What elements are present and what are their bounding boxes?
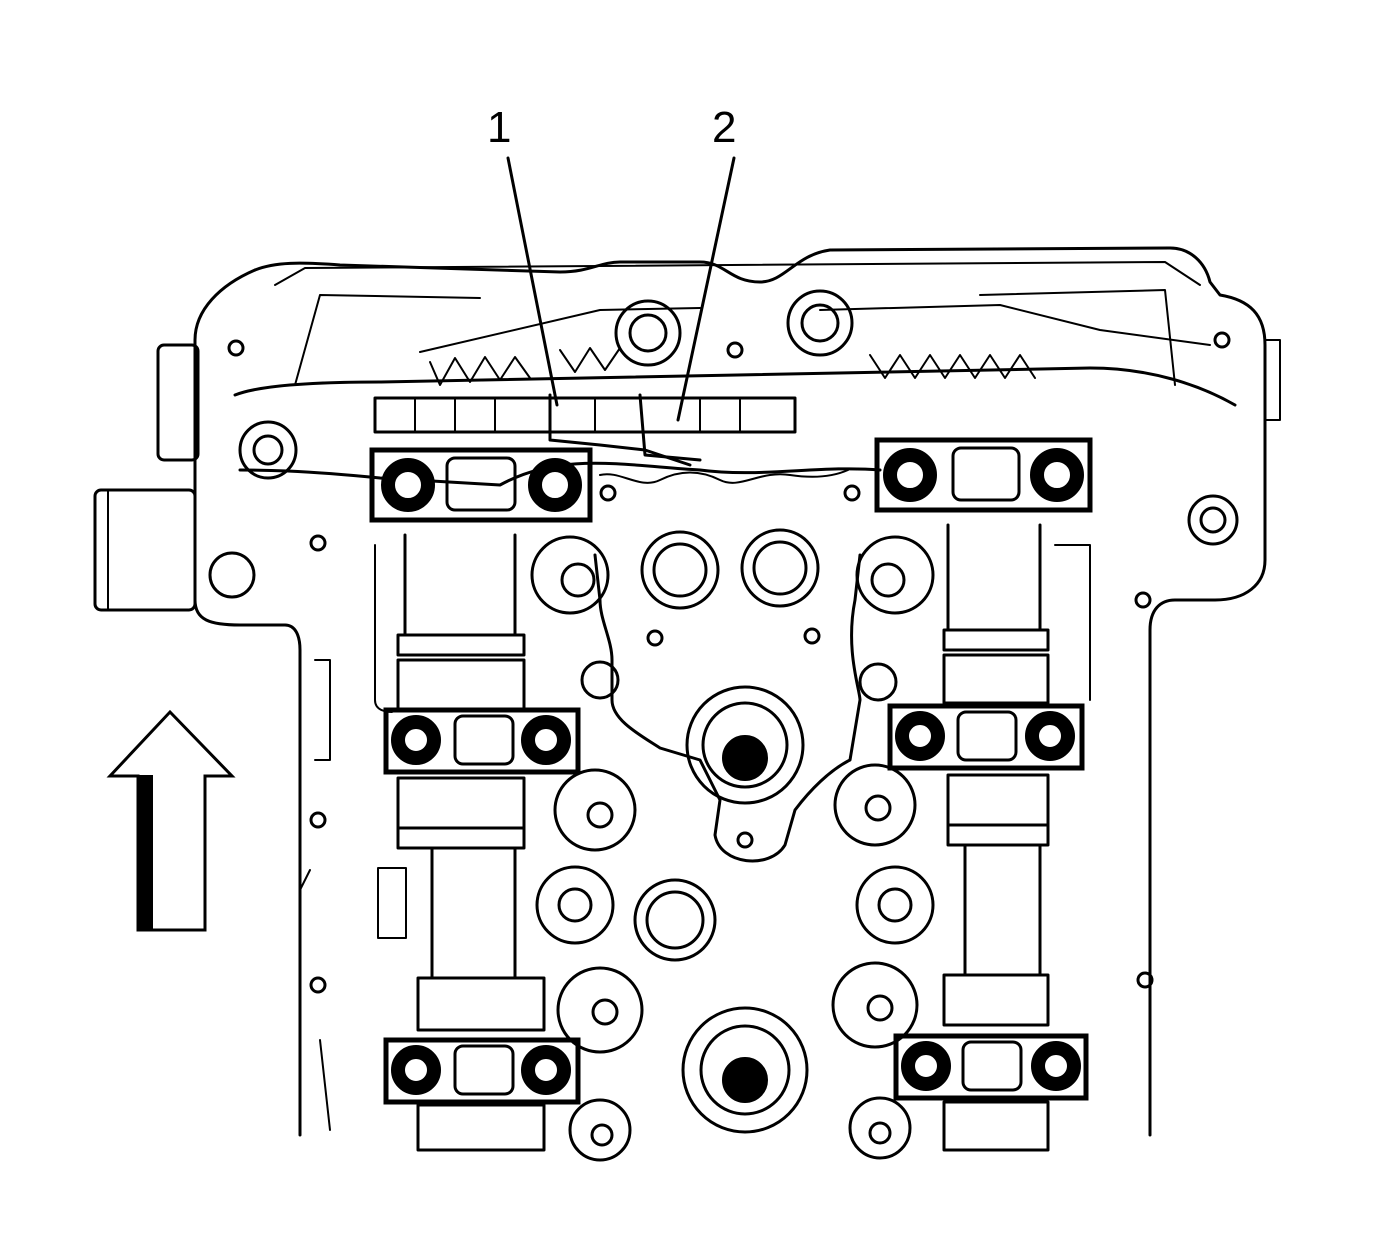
- sprocket-right: [786, 289, 854, 357]
- valve-lifter-bores: [530, 535, 935, 1162]
- cylinder-head: [93, 246, 1281, 1137]
- bearing-cap-front-left: [369, 447, 593, 523]
- callout-label-2: 2: [712, 103, 736, 152]
- leader-line-2: [676, 156, 736, 422]
- sprocket-left: [614, 299, 682, 367]
- leader-line-1: [506, 156, 559, 407]
- center-cover-plate: [593, 469, 862, 863]
- camshaft-right: [942, 523, 1091, 1152]
- mounting-holes: [208, 331, 1239, 994]
- camshaft-left: [374, 533, 546, 1152]
- timing-chain: [233, 289, 1237, 487]
- bearing-cap-rear-left: [383, 1037, 581, 1105]
- chain-tensioner-rail: [373, 393, 797, 467]
- bearing-cap-rear-right: [893, 1033, 1089, 1101]
- bearing-cap-mid-right: [887, 703, 1085, 771]
- bearing-cap-front-right: [874, 437, 1093, 513]
- arrow-up-icon: [106, 709, 236, 932]
- bearing-cap-mid-left: [383, 707, 581, 775]
- left-side-bosses: [299, 659, 407, 1131]
- spark-plug-tubes: [640, 528, 820, 1134]
- callout-label-1: 1: [487, 103, 511, 152]
